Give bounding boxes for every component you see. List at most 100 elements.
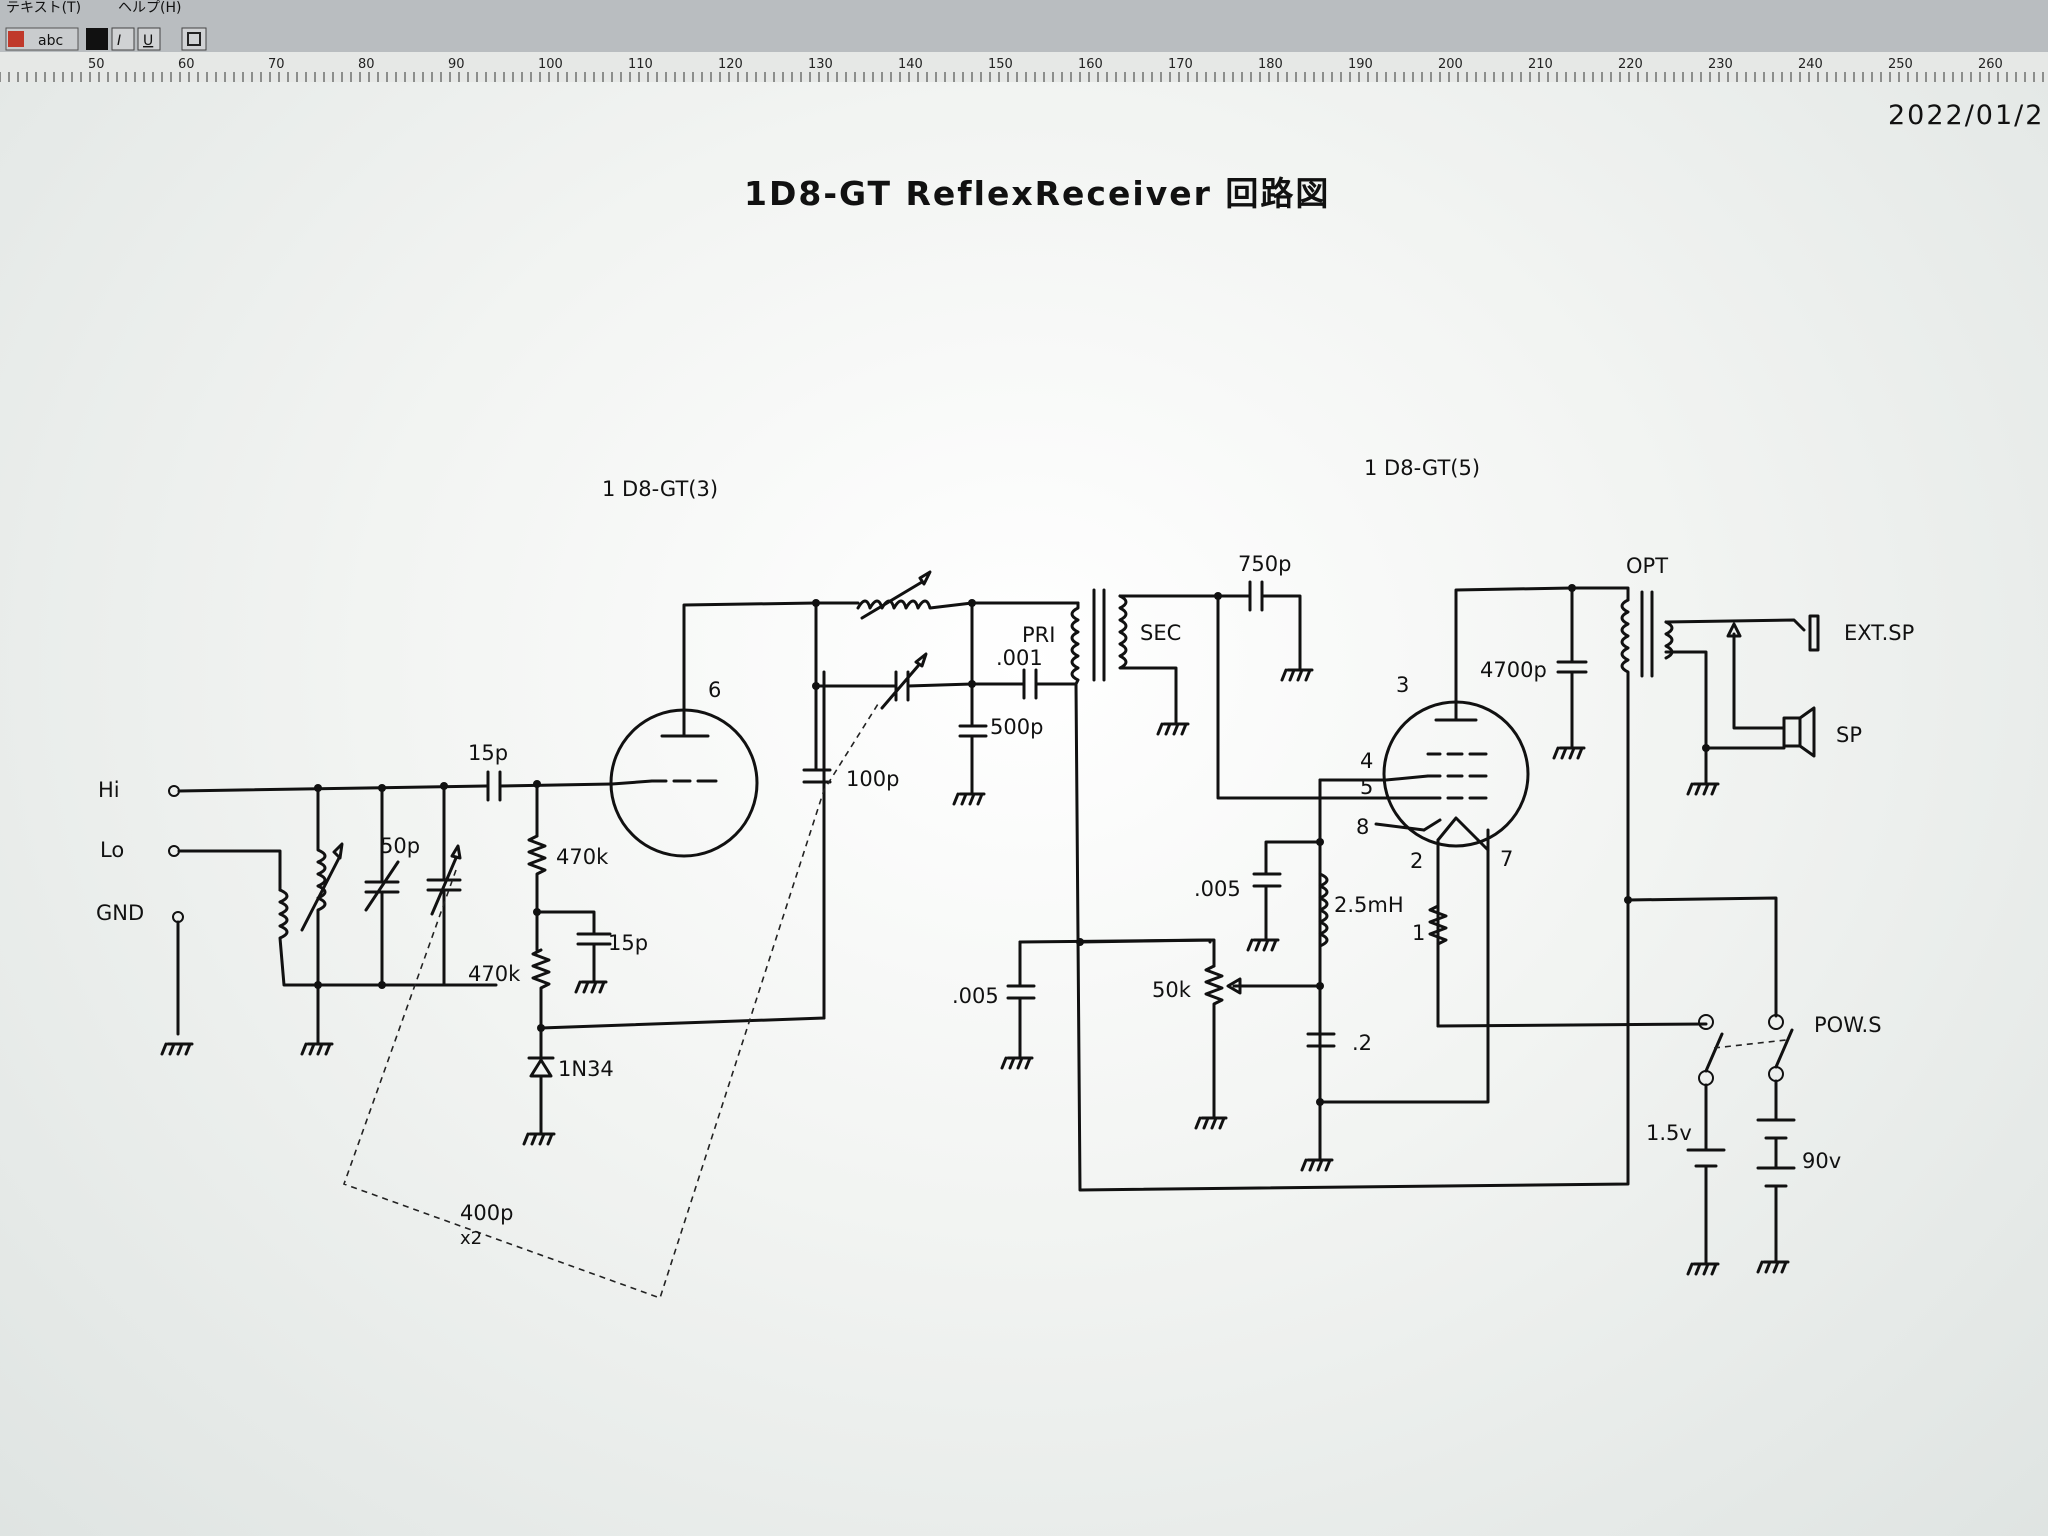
pin7-label: 7 bbox=[1500, 847, 1513, 871]
power-switch-terminal-a[interactable] bbox=[1698, 1014, 1714, 1030]
bat1-label: 1.5v bbox=[1646, 1121, 1692, 1145]
underline-button[interactable] bbox=[137, 27, 161, 51]
ruler-tick-label: 120 bbox=[718, 57, 743, 72]
ruler-tick-label: 100 bbox=[538, 57, 563, 72]
pot-50k-label: 50k bbox=[1152, 978, 1192, 1002]
diode-1n34 bbox=[527, 1056, 555, 1127]
fill-color-button[interactable] bbox=[86, 28, 108, 50]
antenna-terminals: Hi Lo GND bbox=[96, 778, 488, 1036]
ruler-tick-label: 140 bbox=[898, 57, 923, 72]
document-title: 1D8-GT ReflexReceiver 回路図 bbox=[744, 174, 1330, 213]
filament-resistor bbox=[1428, 904, 1448, 946]
speaker-icon[interactable] bbox=[1782, 706, 1816, 758]
ruler-tick-label: 90 bbox=[448, 57, 465, 72]
rf-choke-variable bbox=[856, 599, 1080, 610]
ruler-tick-label: 170 bbox=[1168, 57, 1193, 72]
tube1-1d8gt-diode-section: 6 bbox=[609, 601, 818, 858]
ruler-tick-label: 80 bbox=[358, 57, 375, 72]
ruler-tick-label: 200 bbox=[1438, 57, 1463, 72]
terminal-hi-label: Hi bbox=[98, 778, 120, 802]
c-100p-label: 100p bbox=[846, 767, 899, 791]
tube2-1d8gt-pentode-section: 3 4 5 8 2 7 1 bbox=[1318, 673, 1530, 1028]
c-500p-label: 500p bbox=[990, 715, 1043, 739]
menu-item-text[interactable]: テキスト(T) bbox=[6, 0, 81, 16]
menu-item-help[interactable]: ヘルプ(H) bbox=[118, 0, 181, 16]
bat2-label: 90v bbox=[1802, 1149, 1841, 1173]
c-2-label: .2 bbox=[1352, 1031, 1372, 1055]
gang-label: 400p bbox=[460, 1201, 513, 1225]
capacitor-4700p bbox=[1556, 586, 1588, 742]
ruler-tick-label: 190 bbox=[1348, 57, 1373, 72]
battery-1-5v bbox=[1686, 1083, 1726, 1258]
pin1-label: 1 bbox=[1412, 921, 1425, 945]
schematic-svg: 2022/01/2 1D8-GT ReflexReceiver 回路図 1 D8… bbox=[96, 100, 2044, 1300]
rf-choke-25mh bbox=[1318, 872, 1329, 948]
output-transformer: OPT bbox=[1620, 554, 1674, 682]
ruler-tick-label: 240 bbox=[1798, 57, 1823, 72]
sec-label: SEC bbox=[1140, 621, 1181, 645]
r-470k-a-label: 470k bbox=[556, 845, 609, 869]
regeneration-capacitor bbox=[880, 664, 974, 710]
underline-label: U bbox=[143, 33, 153, 49]
frame-button[interactable] bbox=[181, 27, 207, 51]
c-15p-b-label: 15p bbox=[608, 931, 648, 955]
ruler-tick-label: 60 bbox=[178, 57, 195, 72]
toolbar-graphics: テキスト(T) ヘルプ(H) abc I U bbox=[5, 0, 207, 51]
ruler-tick-label: 250 bbox=[1888, 57, 1913, 72]
pin2-label: 2 bbox=[1410, 849, 1423, 873]
pin6-label: 6 bbox=[708, 678, 721, 702]
ruler-tick-label: 160 bbox=[1078, 57, 1103, 72]
ruler-tick-label: 50 bbox=[88, 57, 105, 72]
ruler-tick-label: 230 bbox=[1708, 57, 1733, 72]
volume-pot-50k bbox=[1204, 964, 1224, 1112]
palette-icon bbox=[8, 31, 24, 47]
c-005-b-label: .005 bbox=[1194, 877, 1241, 901]
sp-label: SP bbox=[1836, 723, 1862, 747]
terminal-gnd-label: GND bbox=[96, 901, 144, 925]
frame-icon bbox=[187, 32, 201, 46]
ext-sp-label: EXT.SP bbox=[1844, 621, 1914, 645]
drawing-canvas[interactable]: 2022/01/2 1D8-GT ReflexReceiver 回路図 1 D8… bbox=[0, 82, 2048, 1536]
trimmer-capacitor-50p bbox=[364, 786, 400, 987]
c-001-label: .001 bbox=[996, 646, 1043, 670]
capacitor-005-b bbox=[1252, 840, 1322, 934]
tube1-label: 1 D8-GT(3) bbox=[602, 477, 718, 501]
pin8-label: 8 bbox=[1356, 815, 1369, 839]
ext-sp-jack[interactable] bbox=[1808, 614, 1820, 652]
capacitor-0-2 bbox=[1306, 1032, 1336, 1048]
r-470k-b-label: 470k bbox=[468, 962, 521, 986]
resistor-470k-a bbox=[527, 834, 547, 914]
capacitor-500p bbox=[958, 682, 988, 788]
italic-button[interactable] bbox=[111, 27, 135, 51]
ground-symbols bbox=[160, 660, 1790, 1276]
power-switch-terminal-b[interactable] bbox=[1768, 1014, 1784, 1030]
document-date: 2022/01/2 bbox=[1888, 100, 2044, 131]
gang-x-label: x2 bbox=[460, 1228, 482, 1249]
terminal-lo-label: Lo bbox=[100, 838, 124, 862]
text-tool-label: abc bbox=[38, 33, 63, 49]
tuning-coil bbox=[316, 786, 327, 987]
junction-dots bbox=[314, 584, 1710, 1106]
antenna-coil bbox=[278, 888, 498, 987]
ruler-tick-label: 110 bbox=[628, 57, 653, 72]
c-50p-label: 50p bbox=[380, 834, 420, 858]
interstage-transformer: PRI SEC bbox=[1022, 588, 1181, 718]
ruler-tick-label: 220 bbox=[1618, 57, 1643, 72]
ruler-tick-label: 180 bbox=[1258, 57, 1283, 72]
tuning-capacitor bbox=[426, 784, 462, 987]
pin4-label: 4 bbox=[1360, 749, 1373, 773]
diode-label: 1N34 bbox=[558, 1057, 614, 1081]
c-750p-label: 750p bbox=[1238, 552, 1291, 576]
pows-label: POW.S bbox=[1814, 1013, 1882, 1037]
pri-label: PRI bbox=[1022, 623, 1055, 647]
capacitor-005-a bbox=[1006, 940, 1036, 1052]
ruler-tick-label: 260 bbox=[1978, 57, 2003, 72]
battery-90v bbox=[1756, 1079, 1796, 1256]
app-toolbar: テキスト(T) ヘルプ(H) abc I U bbox=[0, 0, 2048, 52]
capacitor-15p-input bbox=[484, 770, 614, 802]
capacitor-100p bbox=[802, 684, 832, 1020]
italic-label: I bbox=[117, 33, 121, 49]
tube2-label: 1 D8-GT(5) bbox=[1364, 456, 1480, 480]
